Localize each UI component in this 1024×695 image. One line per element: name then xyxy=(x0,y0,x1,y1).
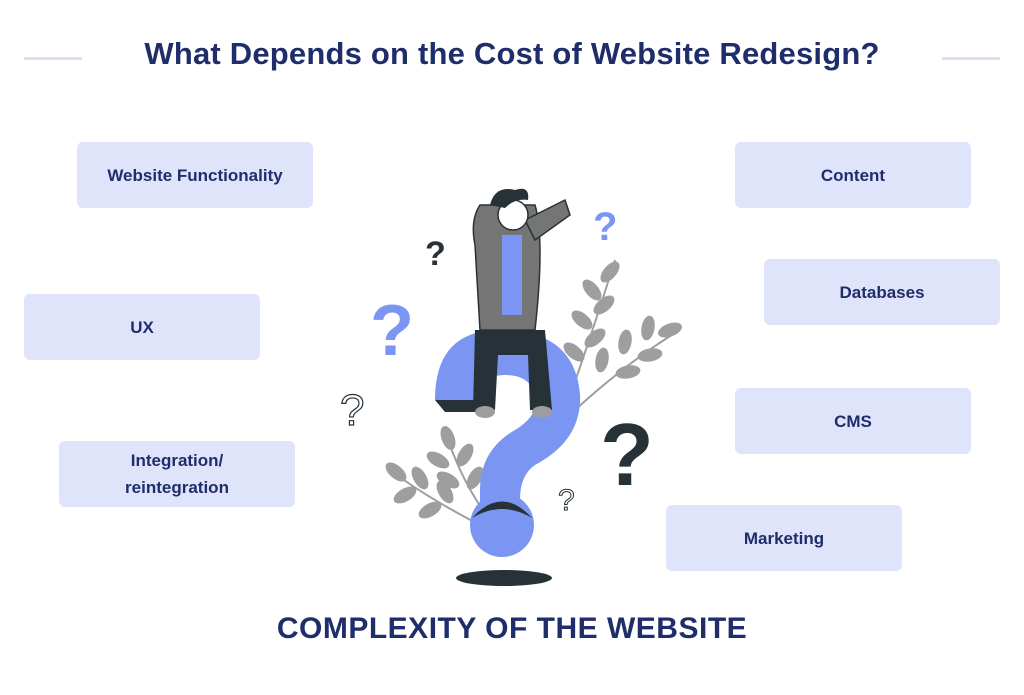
factor-ux: UX xyxy=(24,294,260,360)
factor-website-functionality: Website Functionality xyxy=(77,142,313,208)
big-question-mark-icon xyxy=(435,330,581,586)
thinking-man-illustration: ? ? ? ? ? ? xyxy=(339,188,682,586)
factor-label: UX xyxy=(130,317,154,337)
factor-integration: Integration/ reintegration xyxy=(59,441,295,507)
leaf-branch-icon xyxy=(563,259,682,411)
question-mark-icon: ? xyxy=(425,235,446,273)
factor-label: Integration/ reintegration xyxy=(125,451,229,497)
title-rule-left xyxy=(24,57,82,60)
question-mark-icon: ? xyxy=(558,484,575,517)
question-mark-icon: ? xyxy=(340,386,364,435)
factor-marketing: Marketing xyxy=(666,505,902,571)
question-mark-icon: ? xyxy=(600,405,654,504)
diagram-footer: COMPLEXITY OF THE WEBSITE xyxy=(276,612,748,645)
title-rule-right xyxy=(942,57,1000,60)
factor-label: Content xyxy=(820,165,886,185)
factor-cms: CMS xyxy=(735,388,971,454)
page-title: What Depends on the Cost of Website Rede… xyxy=(144,36,880,71)
factor-label: CMS xyxy=(834,411,872,431)
question-mark-icon: ? xyxy=(370,291,414,371)
factor-databases: Databases xyxy=(764,259,1000,325)
factor-content: Content xyxy=(735,142,971,208)
question-mark-icon: ? xyxy=(593,205,617,249)
factor-label: Website Functionality xyxy=(107,165,283,185)
person-icon xyxy=(472,188,571,418)
factor-label: Databases xyxy=(839,282,925,302)
factor-label: Marketing xyxy=(743,528,825,548)
